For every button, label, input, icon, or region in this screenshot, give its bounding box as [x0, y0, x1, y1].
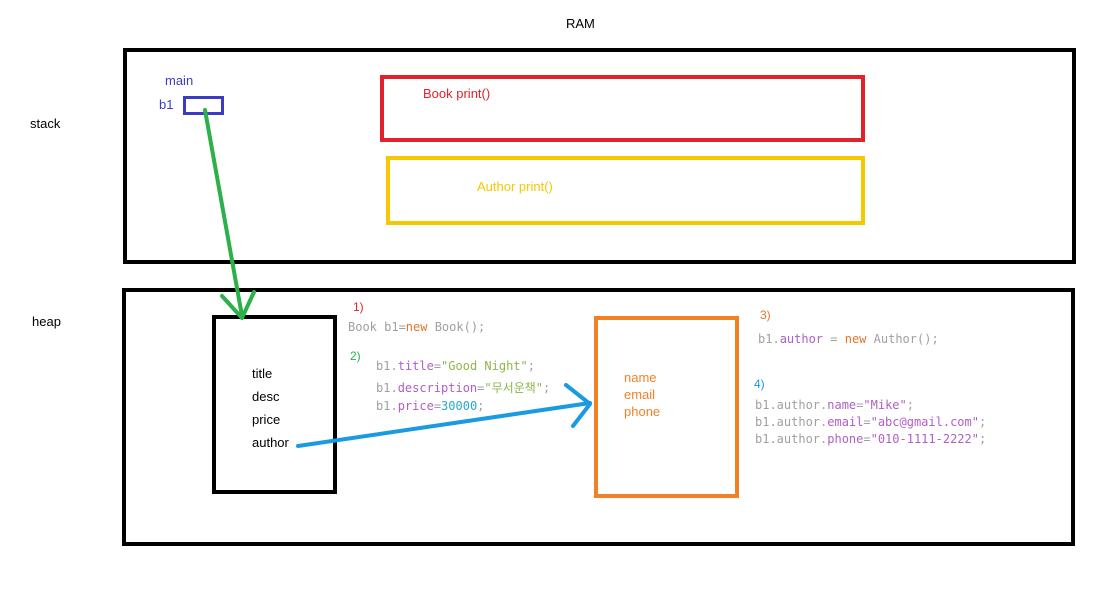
stack-label: stack [30, 116, 61, 131]
book-print-frame [380, 75, 865, 142]
step-2-code-line: b1.price=30000; [376, 399, 485, 413]
author-to-author-object-arrow [296, 383, 592, 448]
book-field-desc: desc [252, 389, 280, 404]
book-print-label: Book print() [423, 86, 491, 101]
book-field-author: author [252, 435, 289, 450]
step-2-code-line: b1.title="Good Night"; [376, 359, 535, 373]
step-4-code-line: b1.author.phone="010-1111-2222"; [755, 432, 987, 446]
step-3-number: 3) [760, 308, 771, 322]
heap-region [122, 288, 1075, 546]
author-object [594, 316, 739, 498]
main-frame-label: main [165, 73, 194, 88]
diagram-title: RAM [566, 16, 595, 31]
b1-variable-label: b1 [159, 97, 174, 112]
b1-reference-box [183, 96, 224, 115]
step-1-code: Book b1=new Book(); [348, 320, 486, 334]
author-print-label: Author print() [477, 179, 553, 194]
step-3-code: b1.author = new Author(); [758, 332, 939, 346]
author-field-name: name [624, 370, 657, 385]
book-field-price: price [252, 412, 281, 427]
step-2-code-line: b1.description="무서운책"; [376, 381, 551, 395]
step-4-code-line: b1.author.name="Mike"; [755, 398, 914, 412]
b1-to-book-arrow [203, 108, 256, 320]
book-field-title: title [252, 366, 273, 381]
step-1-number: 1) [353, 300, 364, 314]
step-4-number: 4) [754, 377, 765, 391]
author-print-frame [386, 156, 865, 225]
author-field-phone: phone [624, 404, 661, 419]
author-field-email: email [624, 387, 656, 402]
step-2-number: 2) [350, 349, 361, 363]
step-4-code-line: b1.author.email="abc@gmail.com"; [755, 415, 987, 429]
heap-label: heap [32, 314, 61, 329]
stack-region [123, 48, 1076, 264]
book-object [212, 315, 337, 494]
